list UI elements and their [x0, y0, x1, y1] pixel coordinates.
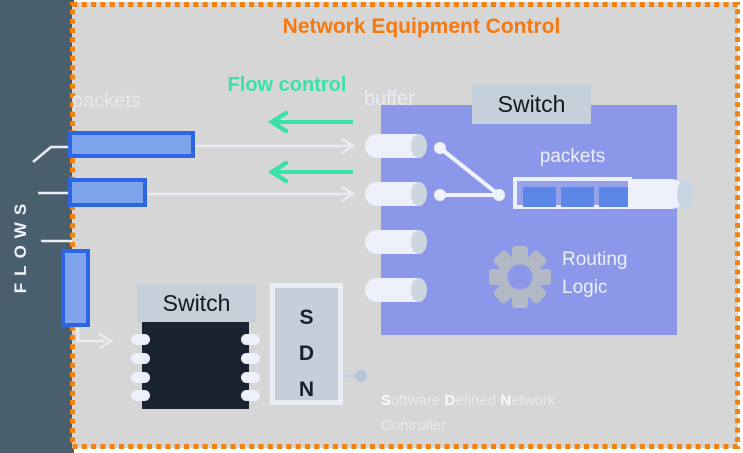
output-cylinder — [628, 179, 686, 209]
output-pipe — [513, 177, 632, 209]
packets-in-label: packets — [72, 90, 141, 112]
buffer-cylinder-cap — [411, 182, 427, 206]
switch-label-chip: Switch — [137, 284, 256, 322]
buffer-cylinder — [365, 182, 419, 206]
sdn-letter: S — [299, 306, 314, 329]
chip-pin — [241, 353, 260, 364]
flows-side-strip — [0, 0, 74, 453]
switch-label-top: Switch — [472, 84, 591, 124]
buffer-cylinder — [365, 278, 419, 302]
flows-label: FLOWS — [11, 196, 30, 294]
sdn-caption: Software Defined Network Controller — [381, 388, 555, 438]
packet-bar — [61, 249, 90, 327]
flow-control-label: Flow control — [227, 74, 347, 96]
buffer-label: buffer — [364, 88, 415, 110]
sdn-caption-line2: Controller — [381, 417, 447, 434]
switch-chip — [142, 322, 249, 409]
chip-pin — [131, 334, 150, 345]
chip-pin — [241, 334, 260, 345]
packet-bar — [68, 178, 147, 207]
routing-logic-line1: Routing — [562, 249, 628, 270]
pipe-packet — [599, 187, 632, 207]
chip-pin — [241, 372, 260, 383]
packet-bar — [68, 131, 195, 158]
sdn-caption-line1: Software Defined Network — [381, 392, 556, 409]
sdn-controller-box: S D N — [270, 283, 343, 405]
buffer-cylinder-cap — [411, 278, 427, 302]
pipe-packet — [561, 187, 594, 207]
chip-pin — [131, 390, 150, 401]
chip-pin — [131, 372, 150, 383]
output-cylinder-cap — [677, 179, 694, 209]
routing-logic-line2: Logic — [562, 277, 608, 298]
diagram-title: Network Equipment Control — [282, 15, 561, 38]
chip-pin — [131, 353, 150, 364]
buffer-cylinder-cap — [411, 230, 427, 254]
pipe-packet — [523, 187, 556, 207]
chip-pin — [241, 390, 260, 401]
routing-logic-label: Routing Logic — [562, 246, 628, 302]
buffer-cylinder — [365, 230, 419, 254]
sdn-letter: D — [298, 342, 315, 365]
packets-out-label: packets — [539, 146, 606, 167]
buffer-cylinder — [365, 134, 419, 158]
sdn-letter: N — [298, 378, 315, 401]
buffer-cylinder-cap — [411, 134, 427, 158]
